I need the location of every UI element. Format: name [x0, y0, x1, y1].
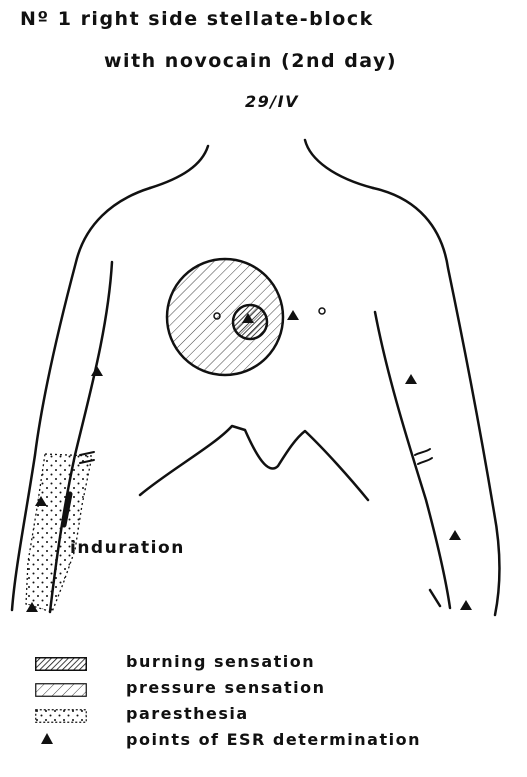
right-wrist-stroke	[430, 590, 440, 606]
pressure-swatch	[35, 683, 87, 697]
paresthesia-area	[26, 454, 92, 612]
legend-label-pressure: pressure sensation	[126, 678, 326, 697]
triangle-marker-icon	[40, 732, 54, 746]
legend-item-burning: burning sensation	[0, 652, 527, 678]
esr-point-left-upper-arm	[91, 366, 103, 376]
esr-point-right-forearm	[449, 530, 461, 540]
right-inner-arm-outline	[375, 312, 450, 608]
paresthesia-swatch	[35, 709, 87, 723]
esr-point-right-upper-arm	[405, 374, 417, 384]
legend-label-paresthesia: paresthesia	[126, 704, 249, 723]
legend: burning sensation pressure sensation par…	[0, 640, 527, 777]
neck-left-line	[150, 146, 208, 188]
legend-item-pressure: pressure sensation	[0, 678, 527, 704]
right-shoulder-outline	[373, 188, 499, 615]
burning-swatch	[35, 657, 87, 671]
neck-right-line	[305, 140, 373, 188]
right-elbow-mark	[415, 449, 432, 464]
induration-label: induration	[70, 538, 185, 558]
rib-line-outline	[140, 426, 368, 500]
esr-point-right-wrist	[460, 600, 472, 610]
right-nipple	[319, 308, 325, 314]
legend-item-esr: points of ESR determination	[0, 730, 527, 756]
legend-label-esr: points of ESR determination	[126, 730, 421, 749]
legend-item-paresthesia: paresthesia	[0, 704, 527, 730]
esr-point-chest-center	[287, 310, 299, 320]
legend-label-burning: burning sensation	[126, 652, 315, 671]
